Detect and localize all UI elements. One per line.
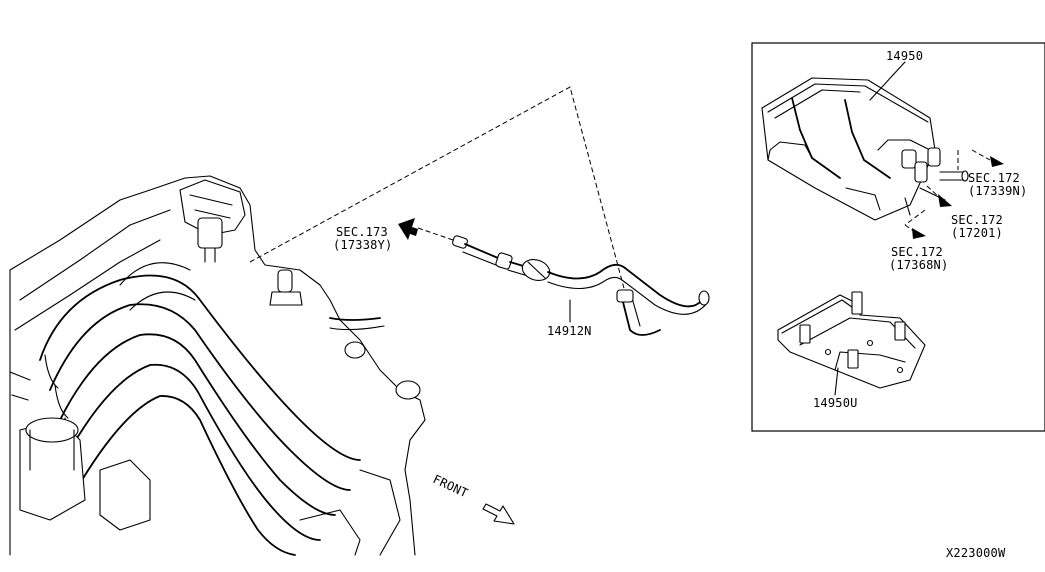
purge-hose	[398, 218, 710, 336]
engine-intake-manifold	[9, 175, 426, 556]
front-arrow	[482, 503, 515, 525]
label-sec172-c: SEC.172	[891, 245, 943, 259]
evap-canister	[761, 61, 969, 221]
label-sec173: SEC.173	[336, 225, 388, 239]
sec172-arrows	[904, 149, 1004, 239]
label-14950u: 14950U	[813, 396, 858, 410]
label-sec172-b-ref: (17201)	[951, 226, 1003, 240]
label-sec172-c-ref: (17368N)	[889, 258, 948, 272]
label-front: FRONT	[431, 472, 471, 500]
label-14912n: 14912N	[547, 324, 592, 338]
inset-box	[751, 42, 1045, 432]
label-sec172-a-ref: (17339N)	[968, 184, 1027, 198]
label-sec172-a: SEC.172	[968, 171, 1020, 185]
label-14950: 14950	[886, 49, 923, 63]
callout-lines	[249, 86, 626, 293]
label-sec173-ref: (17338Y)	[333, 238, 392, 252]
canister-bracket	[777, 291, 926, 396]
figure-code: X223000W	[946, 546, 1006, 560]
label-sec172-b: SEC.172	[951, 213, 1003, 227]
